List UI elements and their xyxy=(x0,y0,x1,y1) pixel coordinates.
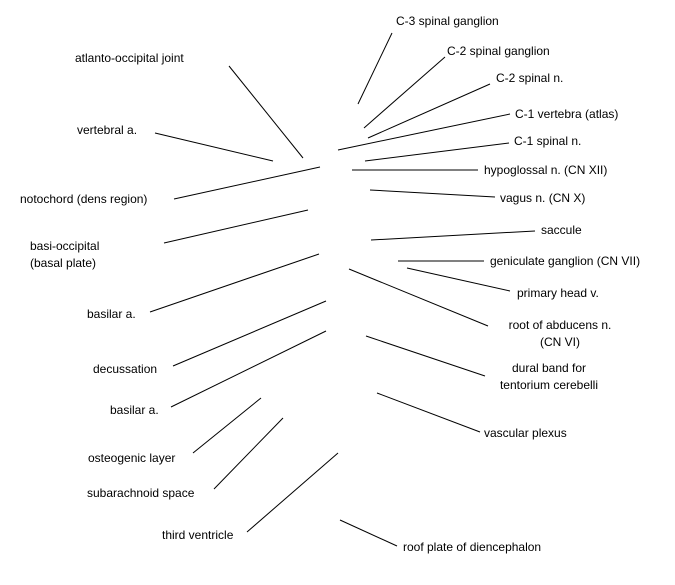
label-c3-spinal-ganglion: C-3 spinal ganglion xyxy=(396,14,499,28)
label-c1-spinal-n: C-1 spinal n. xyxy=(514,134,582,148)
leader-c3-spinal-ganglion xyxy=(357,32,393,105)
label-subarachnoid-space: subarachnoid space xyxy=(87,486,195,500)
leader-basi-occipital xyxy=(163,209,309,244)
label-notochord: notochord (dens region) xyxy=(20,192,148,206)
leader-atlanto-occipital-joint xyxy=(228,65,304,159)
leader-roof-plate xyxy=(339,519,398,547)
leader-c1-vertebra xyxy=(337,113,511,151)
leader-root-abducens xyxy=(348,268,489,327)
label-basi-occipital-line-1: basi-occipital xyxy=(30,239,100,253)
label-decussation: decussation xyxy=(93,362,158,376)
label-vascular-plexus: vascular plexus xyxy=(484,426,567,440)
leader-subarachnoid-space xyxy=(213,417,284,490)
leader-vertebral-a xyxy=(154,132,274,162)
label-saccule: saccule xyxy=(541,223,582,237)
label-vertebral-a: vertebral a. xyxy=(77,123,138,137)
label-root-abducens-line-2: (CN VI) xyxy=(540,335,580,349)
leader-basilar-a-upper xyxy=(149,253,320,313)
leader-basilar-a-lower xyxy=(170,330,327,408)
leader-dural-band xyxy=(365,335,486,377)
label-root-abducens: root of abducens n. (CN VI) xyxy=(495,317,625,351)
label-basilar-a-upper: basilar a. xyxy=(87,307,136,321)
leader-c2-spinal-ganglion xyxy=(363,56,446,129)
label-roof-plate: roof plate of diencephalon xyxy=(403,540,542,554)
label-basi-occipital-line-2: (basal plate) xyxy=(30,256,97,270)
leader-third-ventricle xyxy=(246,452,339,533)
label-c2-spinal-ganglion: C-2 spinal ganglion xyxy=(447,44,550,58)
label-vagus-n: vagus n. (CN X) xyxy=(500,191,586,205)
leader-vagus-n xyxy=(369,189,496,198)
leader-c2-spinal-n xyxy=(367,83,491,139)
leader-c1-spinal-n xyxy=(364,142,510,162)
leader-notochord xyxy=(173,166,321,200)
label-basi-occipital: basi-occipital (basal plate) xyxy=(30,238,99,272)
leader-saccule xyxy=(370,230,536,241)
label-dural-band-line-2: tentorium cerebelli xyxy=(499,378,599,392)
label-hypoglossal-n: hypoglossal n. (CN XII) xyxy=(484,163,608,177)
label-primary-head-v: primary head v. xyxy=(517,286,599,300)
label-atlanto-occipital-joint: atlanto-occipital joint xyxy=(75,51,184,65)
label-geniculate-ganglion: geniculate ganglion (CN VII) xyxy=(490,254,641,268)
label-c1-vertebra: C-1 vertebra (atlas) xyxy=(515,107,619,121)
label-basilar-a-lower: basilar a. xyxy=(110,403,159,417)
label-c2-spinal-n: C-2 spinal n. xyxy=(496,71,564,85)
label-dural-band: dural band for tentorium cerebelli xyxy=(484,360,614,394)
label-dural-band-line-1: dural band for xyxy=(511,361,587,375)
label-root-abducens-line-1: root of abducens n. xyxy=(508,318,612,332)
leader-primary-head-v xyxy=(406,267,511,292)
leader-osteogenic-layer xyxy=(192,397,262,454)
leader-vascular-plexus xyxy=(376,392,481,433)
label-osteogenic-layer: osteogenic layer xyxy=(88,451,176,465)
leader-decussation xyxy=(172,300,327,367)
label-third-ventricle: third ventricle xyxy=(162,528,234,542)
